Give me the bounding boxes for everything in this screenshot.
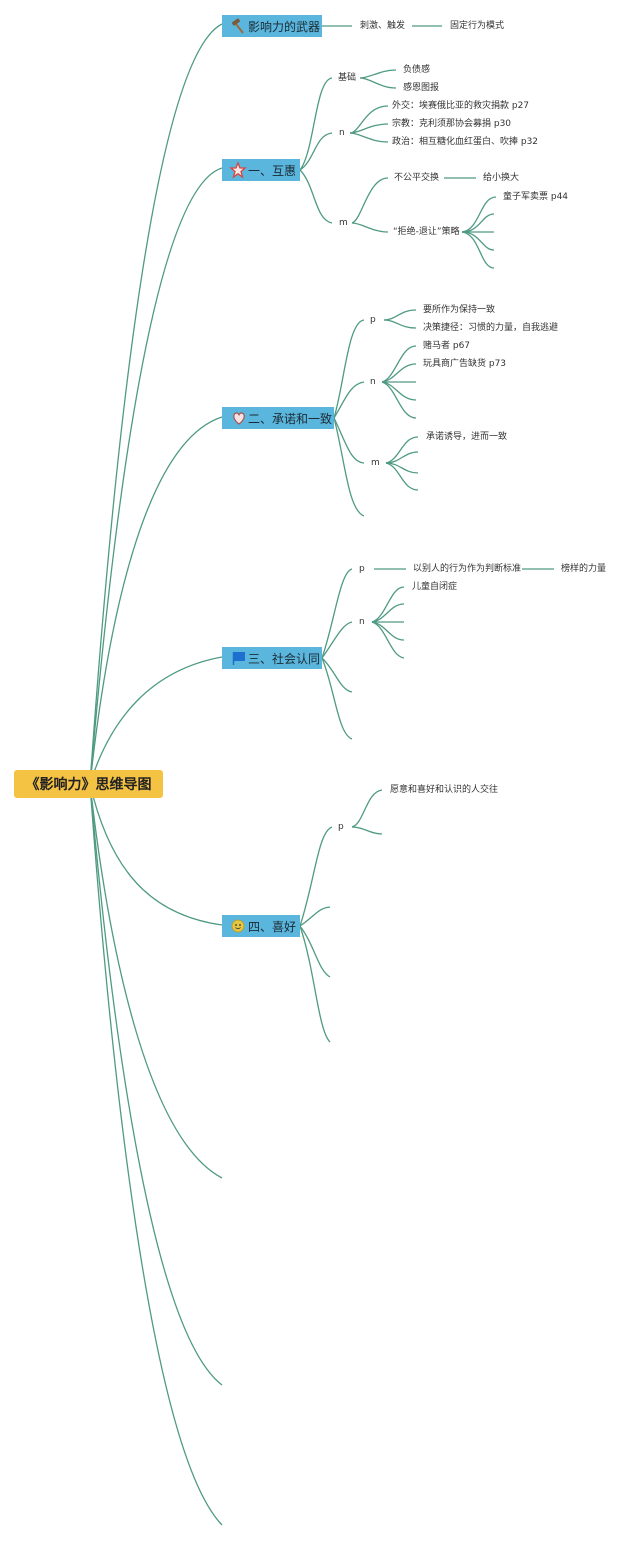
- node-gratitude[interactable]: 感恩图报: [403, 83, 440, 93]
- node-autism[interactable]: 儿童自闭症: [412, 582, 458, 592]
- edge-soc-p: [321, 568, 353, 659]
- node-diplomacy[interactable]: 外交：埃赛俄比亚的救灾捐款 p27: [392, 101, 530, 111]
- edge-basis-debt: [359, 69, 397, 79]
- node-rec-n[interactable]: n: [339, 128, 345, 138]
- edge-soc-e3: [321, 657, 353, 693]
- edge-n-autism: [371, 586, 405, 623]
- edge-root-liking: [89, 783, 223, 926]
- edge-com-p: [333, 319, 365, 419]
- edge-n-s2: [371, 603, 405, 623]
- edge-lik-p: [299, 826, 333, 927]
- topic-weapons-label: 影响力的武器: [248, 19, 321, 34]
- edge-rec-n: [299, 132, 333, 171]
- edge-lik-e4: [299, 925, 331, 1043]
- node-lure[interactable]: 承诺诱导，进而一致: [426, 432, 508, 442]
- edge-basis-grat: [359, 77, 397, 89]
- node-toys[interactable]: 玩具商广告缺货 p73: [423, 359, 507, 369]
- node-reject-retreat[interactable]: “拒绝-退让”策略: [393, 227, 460, 237]
- root-topic[interactable]: 《影响力》思维导图: [14, 770, 163, 798]
- topic-liking-label: 四、喜好: [248, 919, 297, 934]
- topic-commitment[interactable]: 二、承诺和一致: [222, 407, 334, 429]
- topic-weapons[interactable]: 影响力的武器: [222, 15, 322, 37]
- edge-m-unfair: [351, 177, 389, 224]
- node-com-n[interactable]: n: [370, 377, 376, 387]
- edge-p-short: [383, 319, 417, 329]
- edge-com-empty: [333, 417, 365, 517]
- edge-root-reciprocity: [89, 167, 223, 785]
- edge-n-e5: [381, 381, 417, 419]
- node-people[interactable]: 愿意和喜好和认识的人交往: [390, 785, 499, 795]
- edge-m-e3: [385, 462, 419, 474]
- node-basis[interactable]: 基础: [338, 73, 357, 83]
- edge-root-social: [89, 656, 223, 785]
- edge-rec-basis: [299, 77, 333, 171]
- node-unfair[interactable]: 不公平交换: [394, 173, 440, 183]
- edge-root-empty-3: [89, 783, 223, 1526]
- topic-commitment-label: 二、承诺和一致: [248, 411, 333, 426]
- node-com-m[interactable]: m: [371, 458, 380, 468]
- edge-p-people: [351, 789, 383, 828]
- node-debt[interactable]: 负债感: [403, 65, 431, 75]
- edge-lik-e2: [299, 906, 331, 927]
- edge-root-commitment: [89, 416, 223, 785]
- edge-root-empty-2: [89, 783, 223, 1386]
- edge-n-s5: [371, 621, 405, 659]
- node-fixed-pattern[interactable]: 固定行为模式: [450, 21, 505, 31]
- edge-com-m: [333, 417, 365, 464]
- node-religion[interactable]: 宗教：克利须那协会募捐 p30: [392, 119, 512, 129]
- edge-root-weapons: [89, 23, 223, 785]
- edge-n-rel: [349, 123, 389, 134]
- edge-n-pol: [349, 132, 389, 143]
- node-rec-m[interactable]: m: [339, 218, 348, 228]
- edge-soc-e4: [321, 657, 353, 740]
- edge-reject-scouts: [461, 196, 497, 233]
- node-consistent[interactable]: 要所作为保持一致: [423, 305, 496, 315]
- node-com-p[interactable]: p: [370, 315, 376, 325]
- node-stimulus[interactable]: 刺激、触发: [360, 21, 406, 31]
- edge-lik-e3: [299, 925, 331, 978]
- edge-reject-b5: [461, 231, 495, 269]
- node-small-big[interactable]: 给小换大: [483, 173, 520, 183]
- topic-reciprocity[interactable]: 一、互惠: [222, 159, 300, 181]
- node-politics[interactable]: 政治：相互糖化血红蛋白、吹捧 p32: [392, 137, 539, 147]
- edge-rec-m: [299, 169, 333, 224]
- edge-com-n: [333, 381, 365, 419]
- topic-social[interactable]: 三、社会认同: [222, 647, 322, 669]
- node-gambler[interactable]: 赌马者 p67: [423, 341, 471, 351]
- topic-social-label: 三、社会认同: [248, 651, 321, 666]
- topic-liking[interactable]: 四、喜好: [222, 915, 300, 937]
- node-soc-p[interactable]: p: [359, 564, 365, 574]
- edge-n-toys: [381, 363, 417, 383]
- edge-m-reject: [351, 222, 389, 233]
- edge-m-e4: [385, 462, 419, 491]
- edge-p-l2: [351, 826, 383, 835]
- node-example[interactable]: 榜样的力量: [561, 564, 607, 574]
- node-judge[interactable]: 以别人的行为作为判断标准: [413, 564, 522, 574]
- edge-m-lure: [385, 436, 419, 464]
- topic-reciprocity-label: 一、互惠: [248, 163, 297, 178]
- edge-p-cons: [383, 309, 417, 321]
- node-soc-n[interactable]: n: [359, 617, 365, 627]
- edge-soc-n: [321, 621, 353, 659]
- node-shortcut[interactable]: 决策捷径：习惯的力量，自我逃避: [423, 323, 559, 333]
- edge-n-gambler: [381, 345, 417, 383]
- mind-map-connectors: [89, 23, 554, 1526]
- edge-root-empty-1: [89, 783, 223, 1179]
- node-scouts[interactable]: 童子军卖票 p44: [503, 192, 569, 202]
- edge-n-dip: [349, 105, 389, 134]
- node-lik-p[interactable]: p: [338, 822, 344, 832]
